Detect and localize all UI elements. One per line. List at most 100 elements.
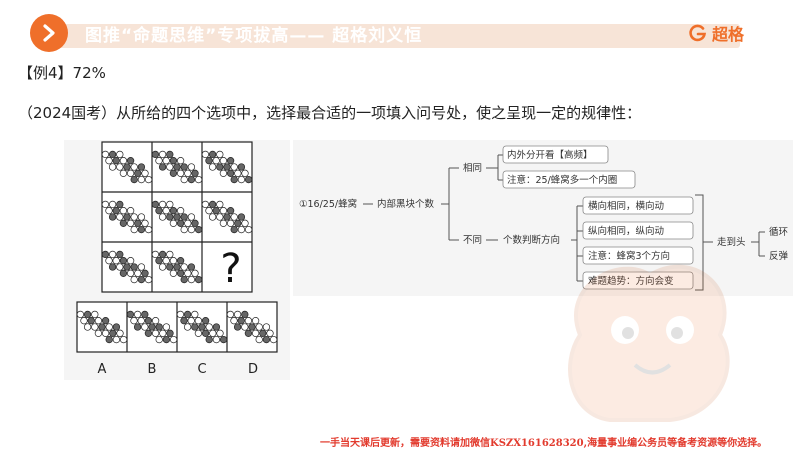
hex-cell [144, 329, 153, 337]
hex-cell [191, 323, 199, 331]
hex-cell [176, 269, 185, 277]
hex-cell [101, 150, 110, 159]
hex-cell [158, 250, 167, 259]
mind-map-boxes [502, 145, 694, 290]
hex-cell [187, 317, 195, 325]
footer-note: 一手当天课后更新，需要资料请加微信KSZX161628320,海量事业编公务员等… [320, 438, 768, 449]
hex-cell [216, 150, 224, 159]
hex-cell [244, 175, 253, 184]
hex-cell [123, 263, 131, 271]
hex-cell [269, 335, 278, 344]
hex-cell [184, 219, 192, 227]
puzzle-figure: ? A B C D [64, 140, 290, 380]
hex-cell [230, 317, 238, 325]
hex-cell [105, 335, 113, 344]
hex-cell [101, 250, 110, 259]
hex-cell [205, 207, 213, 215]
hex-cell [141, 269, 149, 277]
option-label-a[interactable]: A [98, 362, 107, 377]
hex-cell [176, 157, 185, 165]
hex-cell [126, 269, 135, 277]
hex-cell [130, 175, 138, 184]
hex-cell [119, 157, 128, 165]
hex-cell [208, 213, 217, 221]
option-label-b[interactable]: B [148, 362, 157, 377]
hex-cell [166, 213, 174, 221]
hex-cell [119, 335, 128, 344]
hex-cell [176, 207, 185, 215]
mm-same: 相同 [463, 162, 482, 174]
hex-cell [205, 335, 213, 344]
mm-dir-item-4: 难题趋势：方向会变 [588, 275, 674, 287]
hex-cell [141, 323, 149, 331]
hex-cell [108, 263, 117, 271]
hex-cell [187, 263, 196, 271]
hex-cell [158, 150, 167, 159]
hex-cell [233, 323, 242, 331]
hex-cell [137, 163, 146, 171]
hex-cell [205, 323, 213, 331]
option-label-d[interactable]: D [248, 362, 258, 377]
hex-cell [219, 157, 228, 165]
next-arrow-button[interactable] [30, 14, 68, 52]
hex-cell [101, 329, 110, 337]
hex-cell [169, 207, 178, 215]
hex-cell [137, 263, 146, 271]
hex-cell [141, 219, 149, 227]
hex-cell [194, 225, 203, 234]
hex-cell [184, 269, 192, 277]
hex-cell [244, 329, 253, 337]
hex-cell [194, 175, 203, 184]
puzzle-svg: ? A B C D [76, 141, 278, 377]
hexagon-figures [76, 150, 278, 344]
hex-cell [226, 157, 235, 165]
hex-cell [184, 169, 192, 177]
hex-cell [230, 213, 238, 221]
hex-cell [237, 225, 246, 234]
hex-cell [201, 329, 210, 337]
chevron-right-icon [43, 24, 55, 42]
hex-cell [198, 323, 206, 331]
hex-cell [183, 323, 192, 331]
hex-cell [123, 163, 131, 171]
hex-cell [234, 169, 242, 177]
mm-diff: 不同 [463, 235, 482, 246]
hex-cell [180, 175, 188, 184]
mm-same-item-1: 内外分开看【高频】 [507, 149, 593, 161]
hex-cell [158, 263, 167, 271]
hex-cell [134, 169, 142, 177]
hex-cell [183, 310, 192, 319]
hex-cell [151, 317, 160, 325]
hex-cell [126, 169, 135, 177]
mm-branch: 内部黑块个数 [377, 198, 435, 210]
hex-cell [251, 317, 260, 325]
option-figure-c [176, 310, 228, 344]
hex-cell [130, 317, 138, 325]
grid-figure-8 [151, 250, 203, 284]
hex-cell [151, 200, 160, 209]
hex-cell [116, 263, 124, 271]
hex-cell [119, 219, 128, 227]
hex-cell [237, 213, 246, 221]
hex-cell [76, 310, 85, 319]
hex-cell [176, 257, 185, 265]
hex-cell [234, 219, 242, 227]
hex-cell [141, 310, 149, 319]
hex-cell [237, 175, 246, 184]
hex-cell [173, 213, 181, 221]
hex-cell [98, 323, 106, 331]
mascot-watermark [540, 245, 750, 435]
hex-cell [130, 225, 138, 234]
question-text: （2024国考）从所给的四个选项中，选择最合适的一项填入问号处，使之呈现一定的规… [18, 104, 642, 122]
mind-map: ①16/25/蜂窝 内部黑块个数 相同 不同 内外分开看【高频】 注意：25/蜂… [293, 140, 793, 296]
hex-cell [237, 317, 245, 325]
hex-cell [94, 317, 103, 325]
hex-cell [112, 207, 120, 215]
hex-cell [169, 257, 178, 265]
hex-cell [169, 269, 178, 277]
hex-cell [101, 200, 110, 209]
hex-cell [241, 310, 249, 319]
hex-cell [180, 163, 188, 171]
grid-figure-1 [101, 150, 153, 184]
option-label-c[interactable]: C [197, 362, 206, 377]
